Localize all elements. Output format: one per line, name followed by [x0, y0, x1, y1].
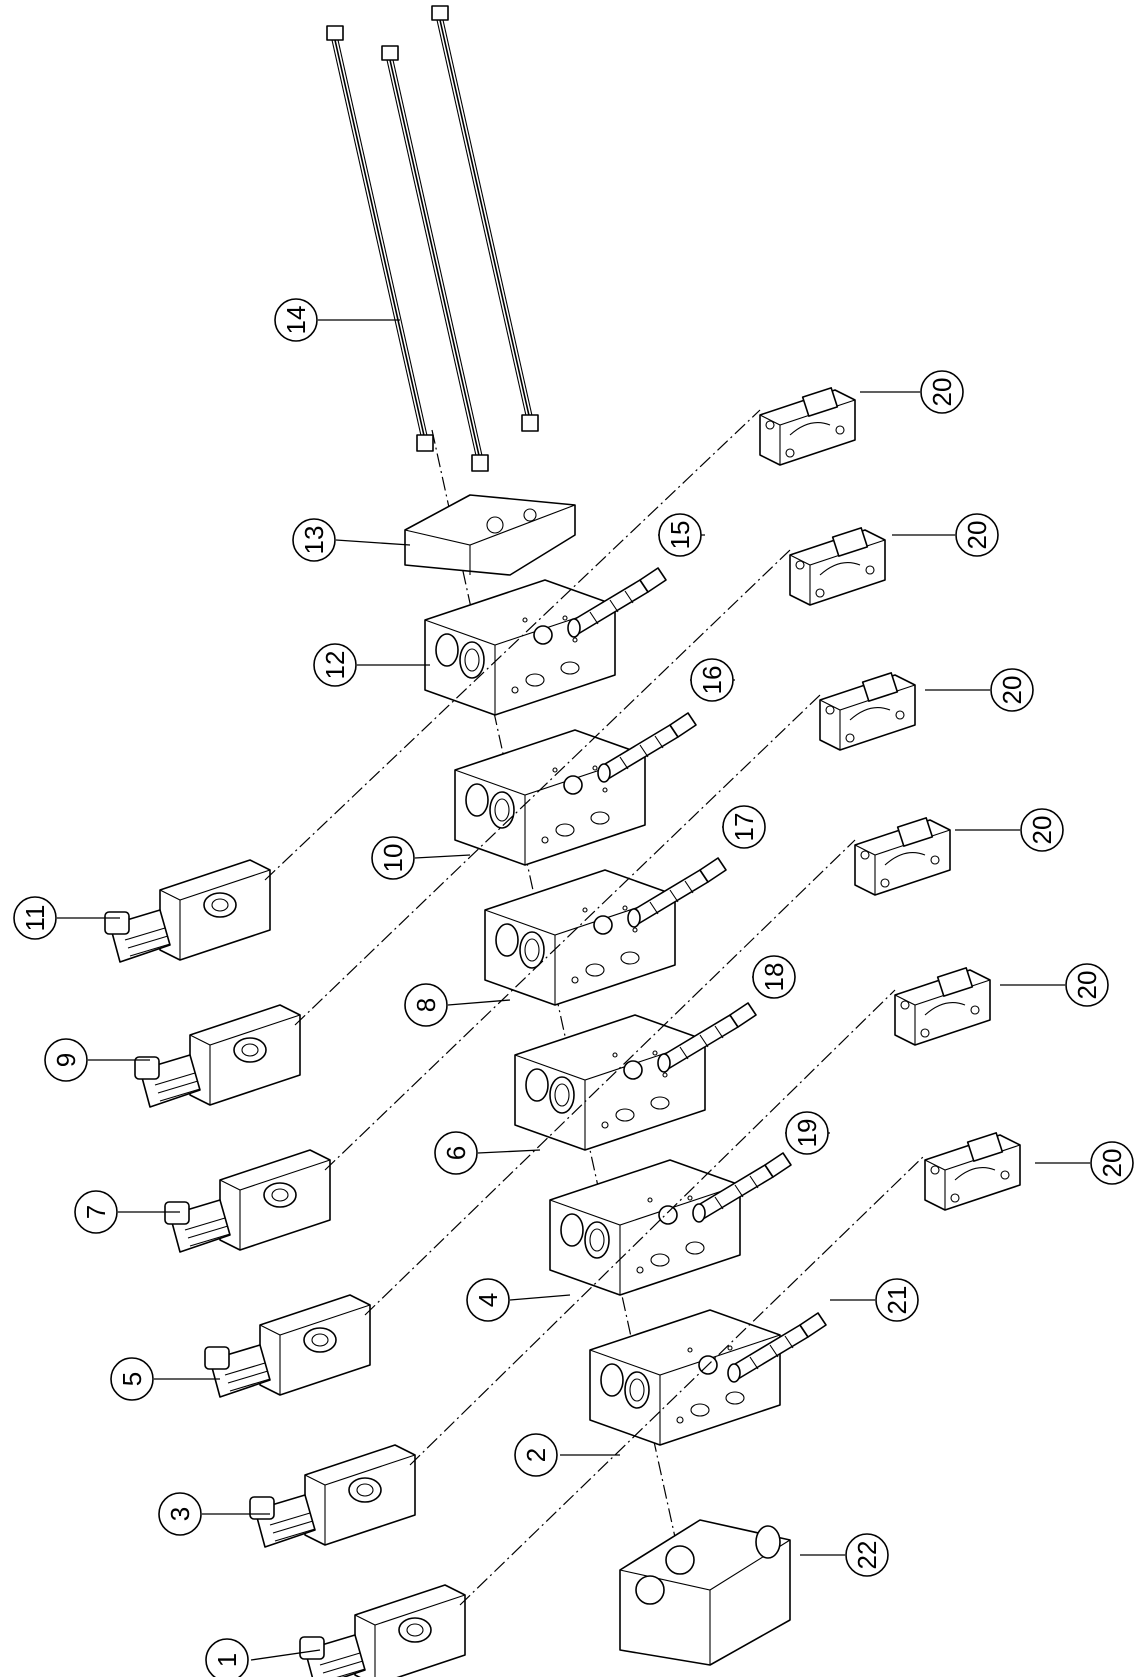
callout-label: 7 [81, 1205, 111, 1219]
callout-label: 12 [320, 651, 350, 680]
alignment-line-9 [294, 549, 791, 1026]
callout-label: 20 [997, 676, 1027, 705]
cover-plate-20-f [924, 1132, 1021, 1211]
alignment-line-3 [409, 989, 896, 1466]
callout-21: 21 [875, 1278, 919, 1322]
actuator-1 [299, 1584, 466, 1677]
callout-20-a: 20 [920, 370, 964, 414]
callout-13: 13 [292, 518, 336, 562]
callout-6: 6 [434, 1131, 478, 1175]
callout-1: 1 [205, 1638, 249, 1677]
actuator-5 [204, 1294, 371, 1398]
callout-12: 12 [313, 643, 357, 687]
callout-label: 14 [281, 306, 311, 335]
callout-label: 2 [521, 1448, 551, 1462]
callout-3: 3 [158, 1492, 202, 1536]
alignment-line-1 [459, 1154, 926, 1606]
callout-label: 16 [697, 666, 727, 695]
actuator-9 [134, 1004, 301, 1108]
callout-11: 11 [13, 896, 57, 940]
callout-label: 20 [1072, 971, 1102, 1000]
callout-label: 3 [165, 1507, 195, 1521]
valve-section-6 [514, 1014, 706, 1151]
actuator-3 [249, 1444, 416, 1548]
callout-22: 22 [845, 1533, 889, 1577]
callout-label: 4 [473, 1293, 503, 1307]
alignment-line-11 [264, 409, 761, 881]
callout-label: 21 [882, 1286, 912, 1315]
callout-5: 5 [110, 1357, 154, 1401]
callout-2: 2 [514, 1433, 558, 1477]
callout-label: 19 [792, 1119, 822, 1148]
alignment-line-5 [364, 839, 856, 1316]
callout-19: 19 [785, 1111, 829, 1155]
tie-rod-1 [326, 25, 434, 452]
callout-label: 20 [927, 378, 957, 407]
callout-9: 9 [44, 1038, 88, 1082]
callout-label: 22 [852, 1541, 882, 1570]
callout-label: 5 [117, 1372, 147, 1386]
callout-label: 8 [411, 998, 441, 1012]
inlet-section-2 [589, 1309, 781, 1446]
callout-20-c: 20 [990, 668, 1034, 712]
alignment-line-7 [324, 694, 821, 1171]
actuator-11 [104, 859, 271, 963]
callout-17: 17 [722, 805, 766, 849]
callout-18: 18 [752, 955, 796, 999]
callout-label: 20 [1097, 1149, 1127, 1178]
callout-label: 17 [729, 813, 759, 842]
callout-label: 10 [378, 844, 408, 873]
callout-4: 4 [466, 1278, 510, 1322]
callout-label: 18 [759, 963, 789, 992]
callout-label: 20 [1027, 816, 1057, 845]
callout-label: 9 [51, 1053, 81, 1067]
callout-7: 7 [74, 1190, 118, 1234]
callout-label: 1 [212, 1653, 242, 1667]
tie-rod-2 [381, 45, 489, 472]
valve-section-10 [454, 729, 646, 866]
end-plate-13 [404, 494, 576, 576]
actuator-7 [164, 1149, 331, 1253]
callout-label: 20 [962, 521, 992, 550]
callout-8: 8 [404, 983, 448, 1027]
callout-20-e: 20 [1065, 963, 1109, 1007]
inlet-block-22 [619, 1519, 791, 1666]
callout-20-d: 20 [1020, 808, 1064, 852]
valve-section-8 [484, 869, 676, 1006]
valve-section-12 [424, 579, 616, 716]
callout-label: 15 [665, 521, 695, 550]
callout-label: 6 [441, 1146, 471, 1160]
valve-section-4 [549, 1159, 741, 1296]
callout-16: 16 [690, 658, 734, 702]
cover-plate-20-c [819, 672, 916, 751]
cover-plate-20-b [789, 527, 886, 606]
cover-plate-20-a [759, 387, 856, 466]
cover-plate-20-d [854, 817, 951, 896]
callout-10: 10 [371, 836, 415, 880]
callout-20-f: 20 [1090, 1141, 1134, 1185]
callout-15: 15 [658, 513, 702, 557]
tie-rod-3 [431, 5, 539, 432]
callout-label: 13 [299, 526, 329, 555]
callout-20-b: 20 [955, 513, 999, 557]
callout-label: 11 [20, 905, 50, 932]
cover-plate-20-e [894, 967, 991, 1046]
callout-14: 14 [274, 298, 318, 342]
